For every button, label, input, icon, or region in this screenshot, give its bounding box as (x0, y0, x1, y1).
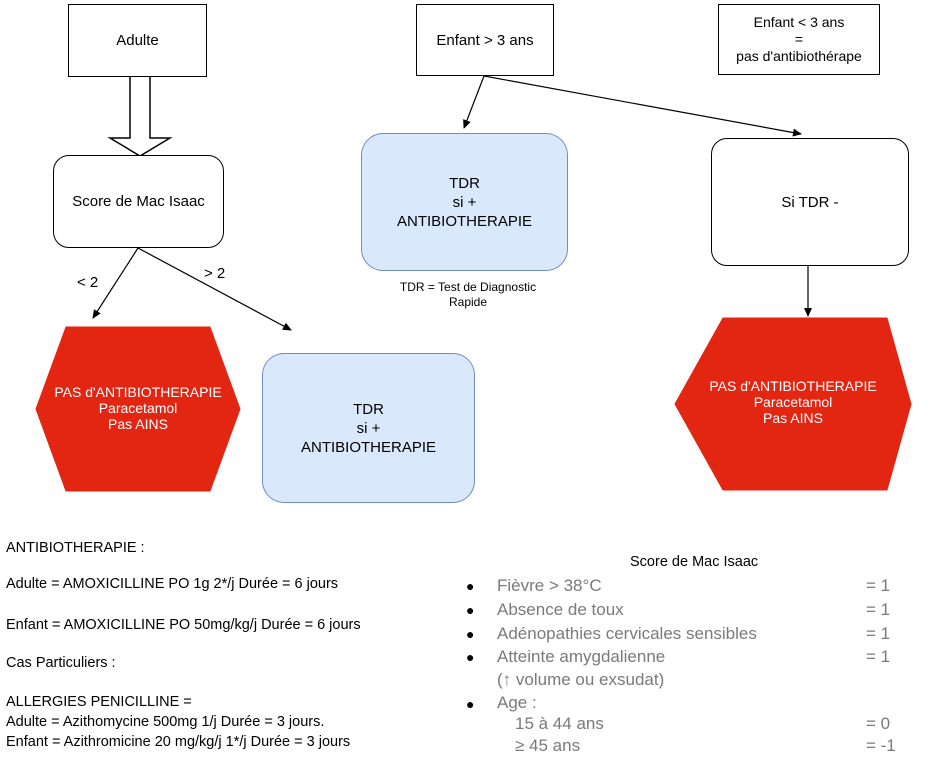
si-tdr-neg-label: Si TDR - (781, 193, 839, 211)
tdr-note-line2: Rapide (448, 295, 488, 309)
bullet-icon: ● (466, 578, 475, 594)
criterion-label: Fièvre > 38°C (497, 576, 602, 595)
hexagon-right (674, 317, 912, 491)
enfant-moins3-line2: = (794, 31, 804, 47)
hexagon-right-line1: PAS d'ANTIBIOTHERAPIE (709, 378, 877, 394)
hexagon-left (35, 326, 241, 492)
criterion-score: = 1 (866, 576, 891, 595)
tdr-center-line2: si + (452, 193, 477, 211)
criterion-sub: (↑ volume ou exsudat) (497, 670, 665, 689)
treatment-adulte-allergie: Adulte = Azithomycine 500mg 1/j Durée = … (6, 714, 325, 730)
tdr-center-line3: ANTIBIOTHERAPIE (396, 212, 533, 230)
treatment-adulte: Adulte = AMOXICILLINE PO 1g 2*/j Durée =… (6, 576, 339, 592)
bullet-icon: ● (466, 626, 475, 642)
tdr-note: TDR = Test de Diagnostic Rapide (370, 280, 566, 310)
treatment-enfant-allergie: Enfant = Azithromicine 20 mg/kg/j 1*/j D… (6, 734, 351, 750)
edge-label-gt2: > 2 (204, 265, 226, 282)
si-tdr-neg-box: Si TDR - (711, 138, 909, 266)
tdr-left-line1: TDR (353, 400, 384, 418)
score-mac-isaac-box: Score de Mac Isaac (53, 155, 224, 248)
criterion-score: = 1 (866, 624, 891, 643)
enfant-moins3-line1: Enfant < 3 ans (753, 14, 845, 30)
tdr-left-line2: si + (356, 419, 381, 437)
bullet-icon: ● (466, 649, 475, 665)
tdr-left-line3: ANTIBIOTHERAPIE (300, 438, 437, 456)
score-mac-isaac-label: Score de Mac Isaac (72, 193, 205, 210)
hexagon-right-text: PAS d'ANTIBIOTHERAPIE Paracetamol Pas AI… (682, 378, 904, 426)
criterion-score: = 1 (866, 600, 891, 619)
mac-isaac-title: Score de Mac Isaac (630, 554, 759, 570)
tdr-center-box: TDR si + ANTIBIOTHERAPIE (361, 133, 568, 271)
enfant-moins3-box: Enfant < 3 ans = pas d'antibiothérape (718, 4, 880, 75)
age-row-label: 15 à 44 ans (515, 714, 604, 733)
hexagon-left-line1: PAS d'ANTIBIOTHERAPIE (54, 384, 222, 400)
treatment-enfant: Enfant = AMOXICILLINE PO 50mg/kg/j Durée… (6, 617, 361, 633)
arrow-gt2 (137, 247, 292, 331)
treatment-cas: Cas Particuliers : (6, 655, 116, 671)
adulte-box: Adulte (68, 4, 207, 77)
criterion-label: Adénopathies cervicales sensibles (497, 624, 757, 643)
age-row-score: = -1 (866, 736, 896, 755)
criterion-score: = 1 (866, 647, 891, 666)
tdr-center-line1: TDR (449, 174, 480, 192)
arrow-lt2 (92, 247, 139, 319)
arrow-enfant-tdr (463, 75, 485, 129)
hollow-arrow (107, 75, 173, 157)
enfant-plus3-box: Enfant > 3 ans (416, 4, 554, 76)
bullet-icon: ● (466, 602, 475, 618)
bullet-icon: ● (466, 696, 475, 712)
enfant-plus3-label: Enfant > 3 ans (436, 31, 534, 49)
hexagon-right-line2: Paracetamol (753, 394, 833, 410)
tdr-left-box: TDR si + ANTIBIOTHERAPIE (262, 353, 475, 503)
age-row-score: = 0 (866, 714, 891, 733)
hexagon-left-line3: Pas AINS (108, 416, 168, 432)
criterion-label: Age : (497, 693, 537, 712)
hexagon-left-text: PAS d'ANTIBIOTHERAPIE Paracetamol Pas AI… (20, 384, 256, 432)
treatment-heading: ANTIBIOTHERAPIE : (6, 540, 145, 556)
hexagon-right-line3: Pas AINS (763, 410, 823, 426)
adulte-label: Adulte (116, 32, 159, 49)
tdr-note-line1: TDR = Test de Diagnostic (399, 280, 537, 294)
criterion-label: Atteinte amygdalienne (497, 647, 666, 666)
criterion-label: Absence de toux (497, 600, 624, 619)
edge-label-lt2: < 2 (77, 274, 99, 291)
arrow-enfant-sitdr (483, 75, 802, 137)
enfant-moins3-line3: pas d'antibiothérape (736, 48, 862, 64)
age-row-label: ≥ 45 ans (515, 736, 581, 755)
hexagon-left-line2: Paracetamol (98, 400, 178, 416)
treatment-allergies: ALLERGIES PENICILLINE = (6, 694, 192, 710)
